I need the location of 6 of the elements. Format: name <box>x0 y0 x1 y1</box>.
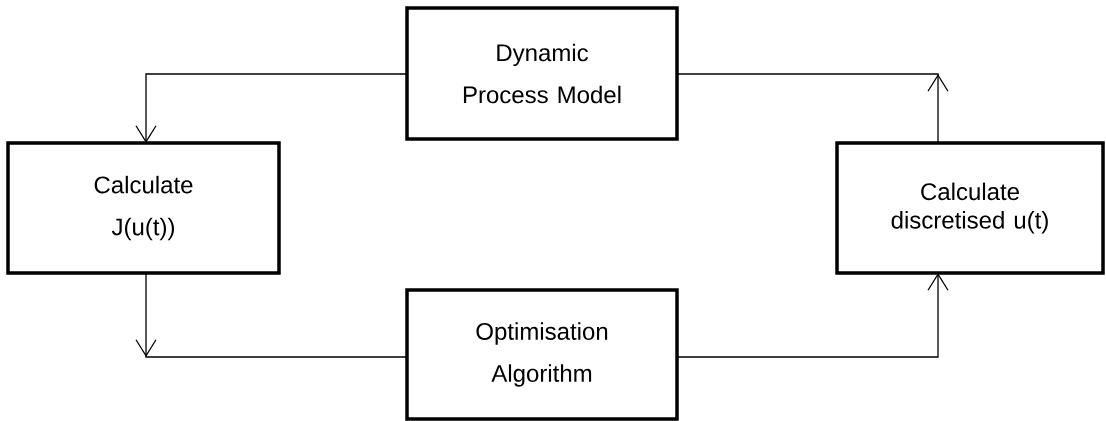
process-box: Optimisation Algorithm <box>405 288 679 421</box>
process-box: Calculate discretised u(t) <box>835 141 1105 275</box>
arrow <box>135 73 408 143</box>
arrow <box>676 273 949 358</box>
process-box: Calculate J(u(t)) <box>6 141 281 275</box>
process-box: Dynamic Process Model <box>405 6 679 141</box>
